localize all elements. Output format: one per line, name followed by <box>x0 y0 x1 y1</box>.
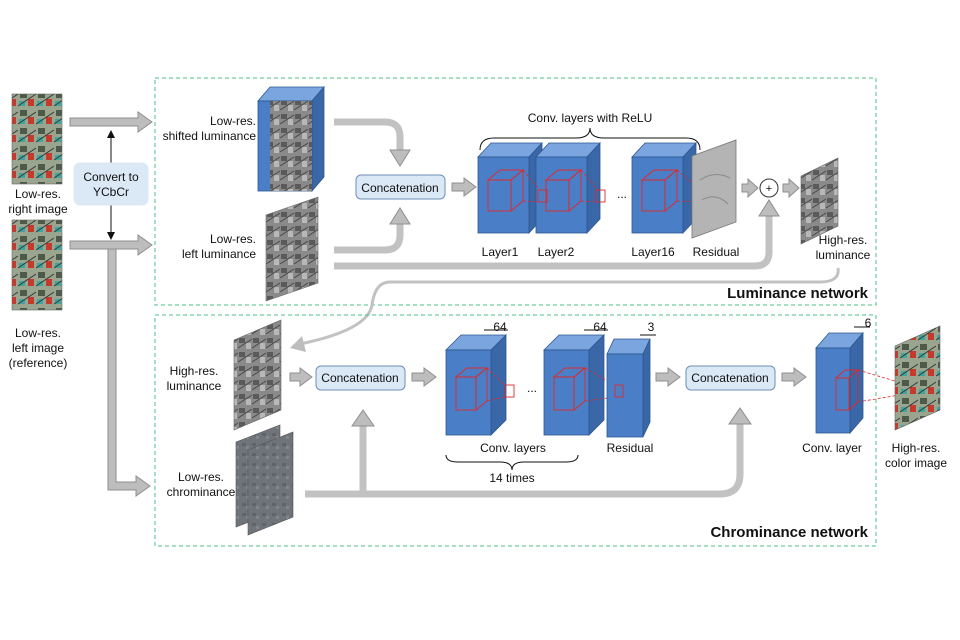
plus-symbol: + <box>766 183 772 195</box>
left-flow <box>334 222 404 254</box>
right-image-thumbnail <box>11 93 63 185</box>
layer1-kernel-projection <box>522 169 541 203</box>
convert-arrow-up-head <box>107 130 115 138</box>
chrom-residual-label: Residual <box>607 441 654 455</box>
layer2-label: Layer2 <box>538 245 575 259</box>
luminance-network-title: Luminance network <box>727 285 869 302</box>
chrom-concat1-label: Concatenation <box>321 371 398 385</box>
conv-header-label: Conv. layers with ReLU <box>528 111 653 125</box>
plus-node <box>759 178 779 198</box>
lr-chrominance-images <box>235 424 294 536</box>
fourteen-times-label: 14 times <box>489 471 534 485</box>
final-conv-label: Conv. layer <box>802 441 862 455</box>
dim64a-label: 64 <box>493 320 507 334</box>
hr-lum-output-label-1: High-res. <box>819 233 868 247</box>
dim6-label: 6 <box>865 316 872 330</box>
lum-residual-image <box>691 139 737 239</box>
chrom-block1-projection <box>486 367 506 402</box>
chrom-concat1-box <box>315 365 406 391</box>
chrom-conv-block1 <box>445 334 507 436</box>
chrom-residual-block <box>606 338 651 438</box>
layer2-out-kernel <box>595 189 606 203</box>
conv-header-brace <box>479 127 701 151</box>
skip-connection-flow <box>334 214 773 270</box>
chrom-ellipsis: ... <box>527 381 537 395</box>
shifted-luminance-image <box>270 101 312 191</box>
left-flow-head <box>389 207 411 225</box>
left-lum-label-1: Low-res. <box>210 232 256 246</box>
hr-lum-output-label-2: luminance <box>816 248 871 262</box>
input-left-image <box>11 219 63 311</box>
skip-connection-head <box>758 199 780 217</box>
chrominance-network-box <box>154 314 877 547</box>
chrom-concat2-box <box>685 365 776 391</box>
shifted-flow-head <box>389 149 411 167</box>
lr-chrom-label-1: Low-res. <box>178 470 224 484</box>
layer2-block <box>535 141 601 235</box>
input-right-image <box>11 93 63 185</box>
dim64b-label: 64 <box>593 320 607 334</box>
left-image-label-2: left image <box>12 341 64 355</box>
chrom-conv-layers-label: Conv. layers <box>480 441 546 455</box>
lum-concat-label: Concatenation <box>361 181 438 195</box>
lum-concat-box <box>355 174 446 200</box>
left-luminance-image <box>265 196 319 302</box>
convert-box <box>73 162 149 206</box>
left-image-label-1: Low-res. <box>15 326 61 340</box>
chrom-flow <box>305 422 744 498</box>
shifted-luminance-stack <box>257 85 325 193</box>
layer2-kernel-projection <box>580 169 599 203</box>
hr-color-output-label-1: High-res. <box>892 441 941 455</box>
layer1-label: Layer1 <box>482 245 519 259</box>
chrom-hr-luminance-image <box>233 319 282 431</box>
left-image-thumbnail <box>11 219 63 311</box>
right-image-label-1: Low-res. <box>15 187 61 201</box>
shifted-lum-label-2: shifted luminance <box>163 129 257 143</box>
luminance-network-box <box>154 77 877 306</box>
chrominance-network-title: Chrominance network <box>710 524 868 541</box>
lr-chrom-label-2: chrominance <box>167 485 236 499</box>
shifted-flow <box>334 118 404 152</box>
lum-residual-label: Residual <box>693 245 740 259</box>
convert-label-2: YCbCr <box>93 185 129 199</box>
residual-to-concat2-arrow <box>655 367 681 387</box>
left-to-lum-arrow <box>69 234 153 256</box>
to-chrominance-arrow <box>107 248 151 497</box>
chrom-hr-lum-label-1: High-res. <box>170 364 219 378</box>
right-image-label-2: right image <box>8 202 68 216</box>
hr-lum-to-concat-arrow <box>289 367 313 387</box>
fourteen-times-brace <box>445 454 579 471</box>
lum-to-chrom-curve-head <box>290 336 306 352</box>
left-image-label-3: (reference) <box>9 356 68 370</box>
concat2-to-conv-arrow <box>781 367 807 387</box>
hr-luminance-output <box>800 157 839 245</box>
layer16-block <box>631 141 697 235</box>
chrom-concat2-label: Concatenation <box>691 371 768 385</box>
hr-color-output-image <box>894 325 941 431</box>
chrom-flow-head <box>728 407 752 425</box>
chrom-conv-block2 <box>543 334 605 436</box>
plus-to-output-arrow <box>782 177 800 199</box>
chrom-hr-lum-label-2: luminance <box>167 379 222 393</box>
shifted-lum-label-1: Low-res. <box>210 114 256 128</box>
layer1-block <box>477 141 543 235</box>
chrom-flow-branch-head <box>351 409 375 427</box>
final-conv-layer-block <box>815 331 864 435</box>
concat1-to-conv-arrow <box>411 367 437 387</box>
convert-arrow-down-head <box>107 232 115 240</box>
lum-to-chrom-curve <box>299 267 840 346</box>
residual-to-plus-arrow <box>741 177 759 199</box>
lum-ellipsis: ... <box>617 187 627 201</box>
right-to-shifted-arrow <box>69 111 153 133</box>
concat-to-conv-arrow <box>451 177 477 197</box>
chrom-block1-out-kernel <box>504 384 515 398</box>
layer16-label: Layer16 <box>631 245 675 259</box>
hr-color-output-label-2: color image <box>885 456 947 470</box>
dim3-label: 3 <box>648 320 655 334</box>
convert-label-1: Convert to <box>83 170 139 184</box>
left-lum-label-2: left luminance <box>182 247 256 261</box>
